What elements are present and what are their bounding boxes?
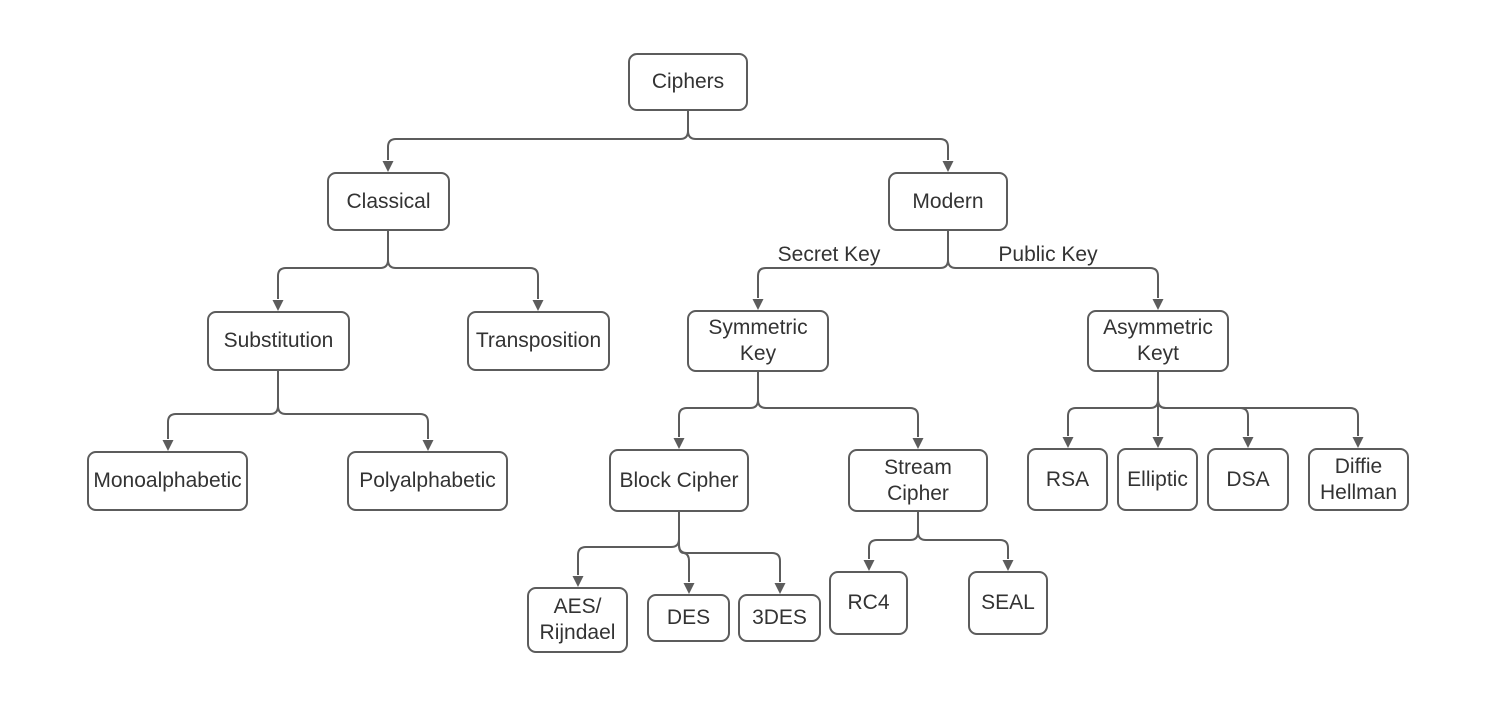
connector-block-3des bbox=[678, 512, 781, 582]
arrowhead-rc4 bbox=[863, 560, 875, 571]
connector-asymmetric-diffie-hellman bbox=[1157, 372, 1359, 436]
node-rsa: RSA bbox=[1027, 448, 1108, 511]
connector-substitution-monoalphabetic bbox=[167, 371, 279, 439]
arrowhead-substitution bbox=[272, 300, 284, 311]
node-ciphers: Ciphers bbox=[628, 53, 748, 111]
node-block-cipher: Block Cipher bbox=[609, 449, 749, 512]
node-elliptic: Elliptic bbox=[1117, 448, 1198, 511]
node-dsa: DSA bbox=[1207, 448, 1289, 511]
connector-ciphers-modern bbox=[687, 111, 949, 160]
node-modern: Modern bbox=[888, 172, 1008, 231]
arrowhead-block-cipher bbox=[673, 438, 685, 449]
arrowhead-dsa bbox=[1242, 437, 1254, 448]
arrowhead-rsa bbox=[1062, 437, 1074, 448]
arrowhead-asymmetric-keyt bbox=[1152, 299, 1164, 310]
connector-asymmetric-rsa bbox=[1067, 372, 1159, 436]
node-symmetric-key: Symmetric Key bbox=[687, 310, 829, 372]
node-polyalphabetic: Polyalphabetic bbox=[347, 451, 508, 511]
node-rc4: RC4 bbox=[829, 571, 908, 635]
connector-stream-rc4 bbox=[868, 512, 919, 559]
connector-modern-asymmetric-keyt bbox=[947, 231, 1159, 298]
node-transposition: Transposition bbox=[467, 311, 610, 371]
edge-label-secret-key: Secret Key bbox=[769, 243, 889, 267]
connector-block-des bbox=[678, 512, 690, 582]
arrowhead-polyalphabetic bbox=[422, 440, 434, 451]
arrowhead-modern bbox=[942, 161, 954, 172]
node-asymmetric-keyt: Asymmetric Keyt bbox=[1087, 310, 1229, 372]
node-diffie-hellman: Diffie Hellman bbox=[1308, 448, 1409, 511]
node-des: DES bbox=[647, 594, 730, 642]
arrowhead-des bbox=[683, 583, 695, 594]
arrowhead-elliptic bbox=[1152, 437, 1164, 448]
node-monoalphabetic: Monoalphabetic bbox=[87, 451, 248, 511]
arrowhead-diffie-hellman bbox=[1352, 437, 1364, 448]
node-classical: Classical bbox=[327, 172, 450, 231]
connector-symmetric-stream-cipher bbox=[757, 372, 919, 437]
arrowhead-seal bbox=[1002, 560, 1014, 571]
node-3des: 3DES bbox=[738, 594, 821, 642]
node-stream-cipher: Stream Cipher bbox=[848, 449, 988, 512]
node-seal: SEAL bbox=[968, 571, 1048, 635]
connector-substitution-polyalphabetic bbox=[277, 371, 429, 439]
node-aes-rijndael: AES/ Rijndael bbox=[527, 587, 628, 653]
arrowhead-monoalphabetic bbox=[162, 440, 174, 451]
connector-stream-seal bbox=[917, 512, 1009, 559]
arrowhead-3des bbox=[774, 583, 786, 594]
arrowhead-classical bbox=[382, 161, 394, 172]
arrowhead-transposition bbox=[532, 300, 544, 311]
node-substitution: Substitution bbox=[207, 311, 350, 371]
connector-classical-substitution bbox=[277, 231, 389, 299]
arrowhead-stream-cipher bbox=[912, 438, 924, 449]
arrowhead-aes-rijndael bbox=[572, 576, 584, 587]
connector-symmetric-block-cipher bbox=[678, 372, 759, 437]
connector-ciphers-classical bbox=[387, 111, 689, 160]
connector-classical-transposition bbox=[387, 231, 539, 299]
connector-asymmetric-dsa bbox=[1157, 372, 1249, 436]
connector-block-aes-rijndael bbox=[577, 512, 680, 575]
arrowhead-symmetric-key bbox=[752, 299, 764, 310]
edge-label-public-key: Public Key bbox=[988, 243, 1108, 267]
